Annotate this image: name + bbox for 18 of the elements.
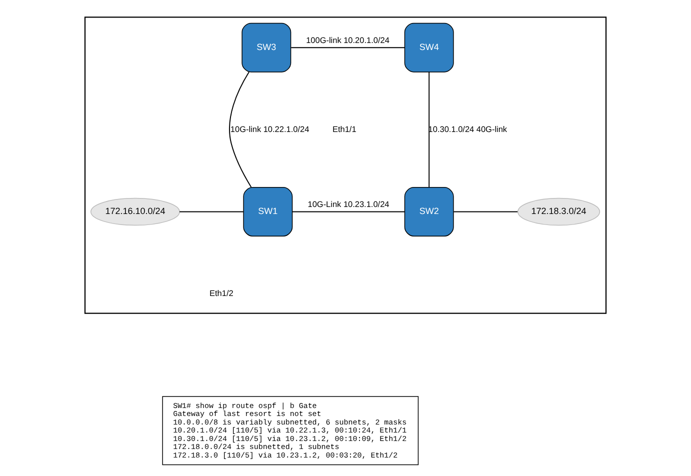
label: Eth1/1 bbox=[332, 124, 356, 134]
edge-label: 100G-link 10.20.1.0/24 bbox=[306, 36, 390, 45]
node-box: SW1 bbox=[243, 187, 293, 236]
label: Eth1/2 bbox=[210, 288, 234, 298]
edge-label: 10G-link 10.22.1.0/24 bbox=[230, 124, 310, 134]
connector bbox=[179, 211, 244, 212]
connector bbox=[229, 72, 252, 188]
edge-label: 10G-Link 10.23.1.0/24 bbox=[308, 200, 390, 210]
node-box: SW2 bbox=[404, 187, 454, 236]
connector bbox=[292, 211, 406, 212]
node-ellipse: 172.18.3.0/24 bbox=[517, 198, 600, 226]
node-box: SW4 bbox=[404, 22, 454, 72]
connector bbox=[453, 211, 518, 212]
node-ellipse: 172.16.10.0/24 bbox=[90, 198, 180, 226]
connector bbox=[428, 72, 430, 188]
node-box: SW3 bbox=[242, 22, 292, 72]
cluster bbox=[84, 16, 607, 314]
connector bbox=[290, 47, 406, 48]
